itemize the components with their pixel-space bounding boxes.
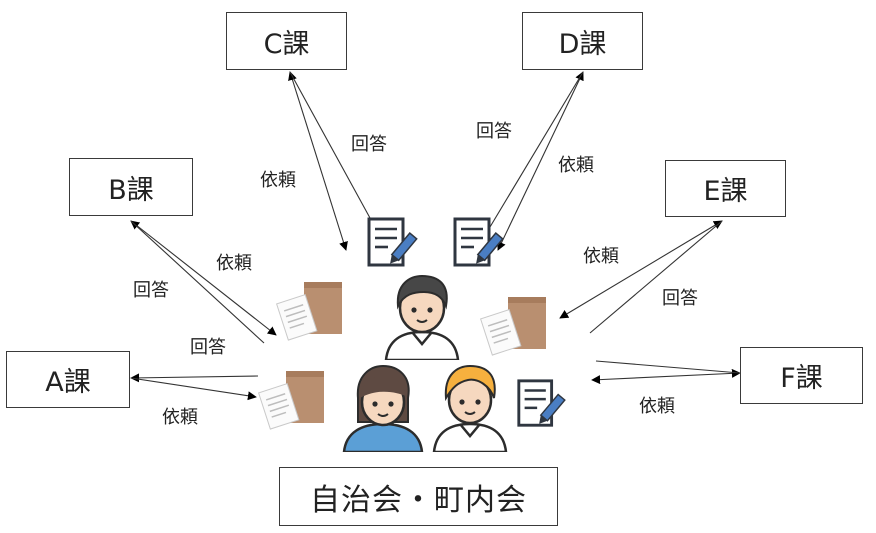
envelope-document-icon <box>480 297 546 356</box>
community-association-label: 自治会・町内会 <box>310 482 527 518</box>
d-request-line <box>497 71 584 251</box>
e-answer-label: 回答 <box>662 288 698 309</box>
person-icon <box>432 364 508 452</box>
a-request-label: 依頼 <box>162 407 198 428</box>
person-icon <box>384 274 460 360</box>
dept-label-d: D課 <box>558 28 607 60</box>
f-request-label: 依頼 <box>639 396 675 417</box>
a-answer-line <box>130 373 259 383</box>
form-pen-icon <box>517 379 566 427</box>
f-request-line <box>591 368 741 385</box>
f-answer-line <box>595 360 741 374</box>
person-icon <box>342 364 424 452</box>
a-answer-label: 回答 <box>190 337 226 358</box>
d-answer-line <box>486 71 584 233</box>
form-pen-icon <box>367 217 418 267</box>
c-answer-label: 回答 <box>351 134 387 155</box>
dept-label-c: C課 <box>263 28 310 60</box>
e-request-line <box>559 220 723 319</box>
e-answer-line <box>589 220 723 334</box>
d-answer-label: 回答 <box>476 121 512 142</box>
envelope-document-icon <box>258 371 324 430</box>
a-request-line <box>130 377 257 401</box>
b-answer-line <box>130 220 265 344</box>
dept-box-b: B課 <box>69 158 193 216</box>
b-request-line <box>130 220 277 336</box>
dept-label-b: B課 <box>108 174 154 206</box>
form-pen-icon <box>453 217 504 267</box>
envelope-document-icon <box>276 282 342 341</box>
dept-box-e: E課 <box>665 160 786 217</box>
c-answer-line <box>289 71 371 219</box>
e-request-label: 依頼 <box>583 246 619 267</box>
b-answer-label: 回答 <box>133 280 169 301</box>
c-request-label: 依頼 <box>260 170 296 191</box>
dept-label-a: A課 <box>45 367 91 398</box>
community-association-box: 自治会・町内会 <box>279 467 558 526</box>
dept-box-f: F課 <box>740 347 863 404</box>
dept-label-e: E課 <box>703 176 748 207</box>
dept-label-f: F課 <box>780 363 823 394</box>
d-request-label: 依頼 <box>558 155 594 176</box>
dept-box-a: A課 <box>6 351 130 408</box>
dept-box-d: D課 <box>522 12 643 70</box>
c-request-line <box>288 71 348 251</box>
dept-box-c: C課 <box>226 12 347 70</box>
b-request-label: 依頼 <box>216 253 252 274</box>
